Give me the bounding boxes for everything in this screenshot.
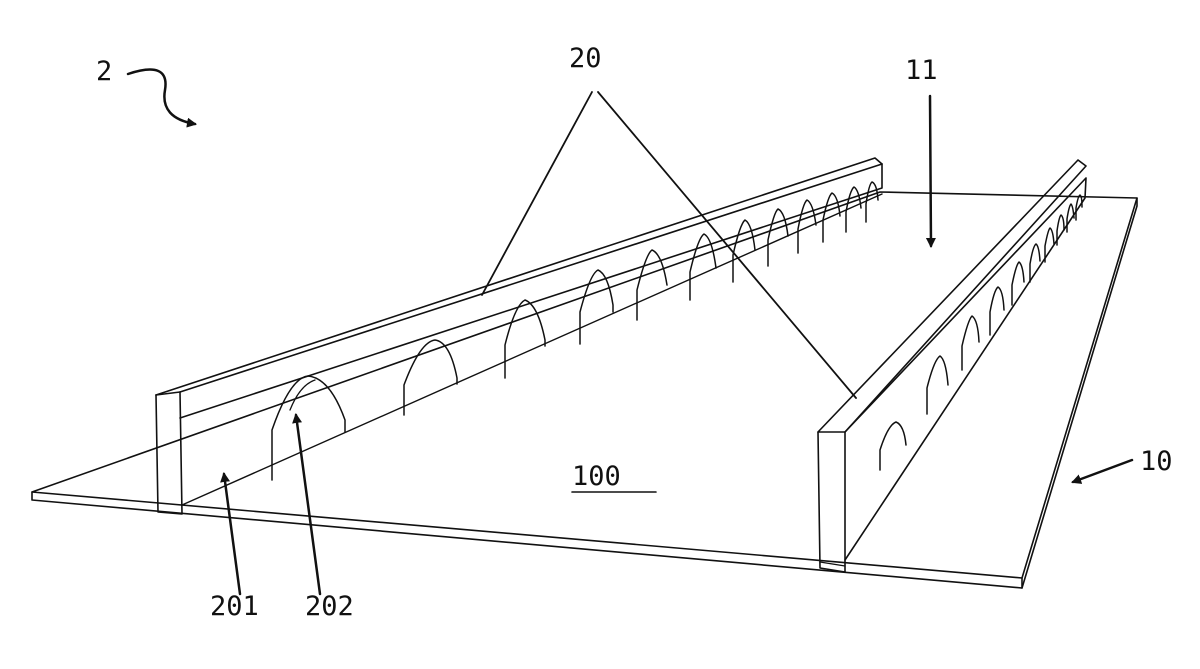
label-surface: 100	[572, 461, 621, 492]
label-channel: 11	[905, 55, 938, 86]
left-rail	[155, 157, 883, 515]
base-plate	[31, 191, 1138, 589]
label-rails: 20	[569, 43, 602, 74]
left-rail-arches	[271, 181, 879, 481]
wall-arrow	[220, 472, 242, 596]
substrate-arrow	[1071, 458, 1134, 484]
right-rail-arches	[879, 194, 1083, 471]
opening-arrow	[292, 413, 322, 596]
label-device: 2	[96, 56, 112, 87]
device-arrow	[126, 68, 197, 128]
label-substrate: 10	[1140, 446, 1173, 477]
channel-arrow	[925, 94, 936, 248]
label-opening: 202	[305, 591, 354, 622]
leader-lines-20	[481, 91, 857, 399]
right-rail	[817, 159, 1087, 573]
label-wall: 201	[210, 591, 259, 622]
